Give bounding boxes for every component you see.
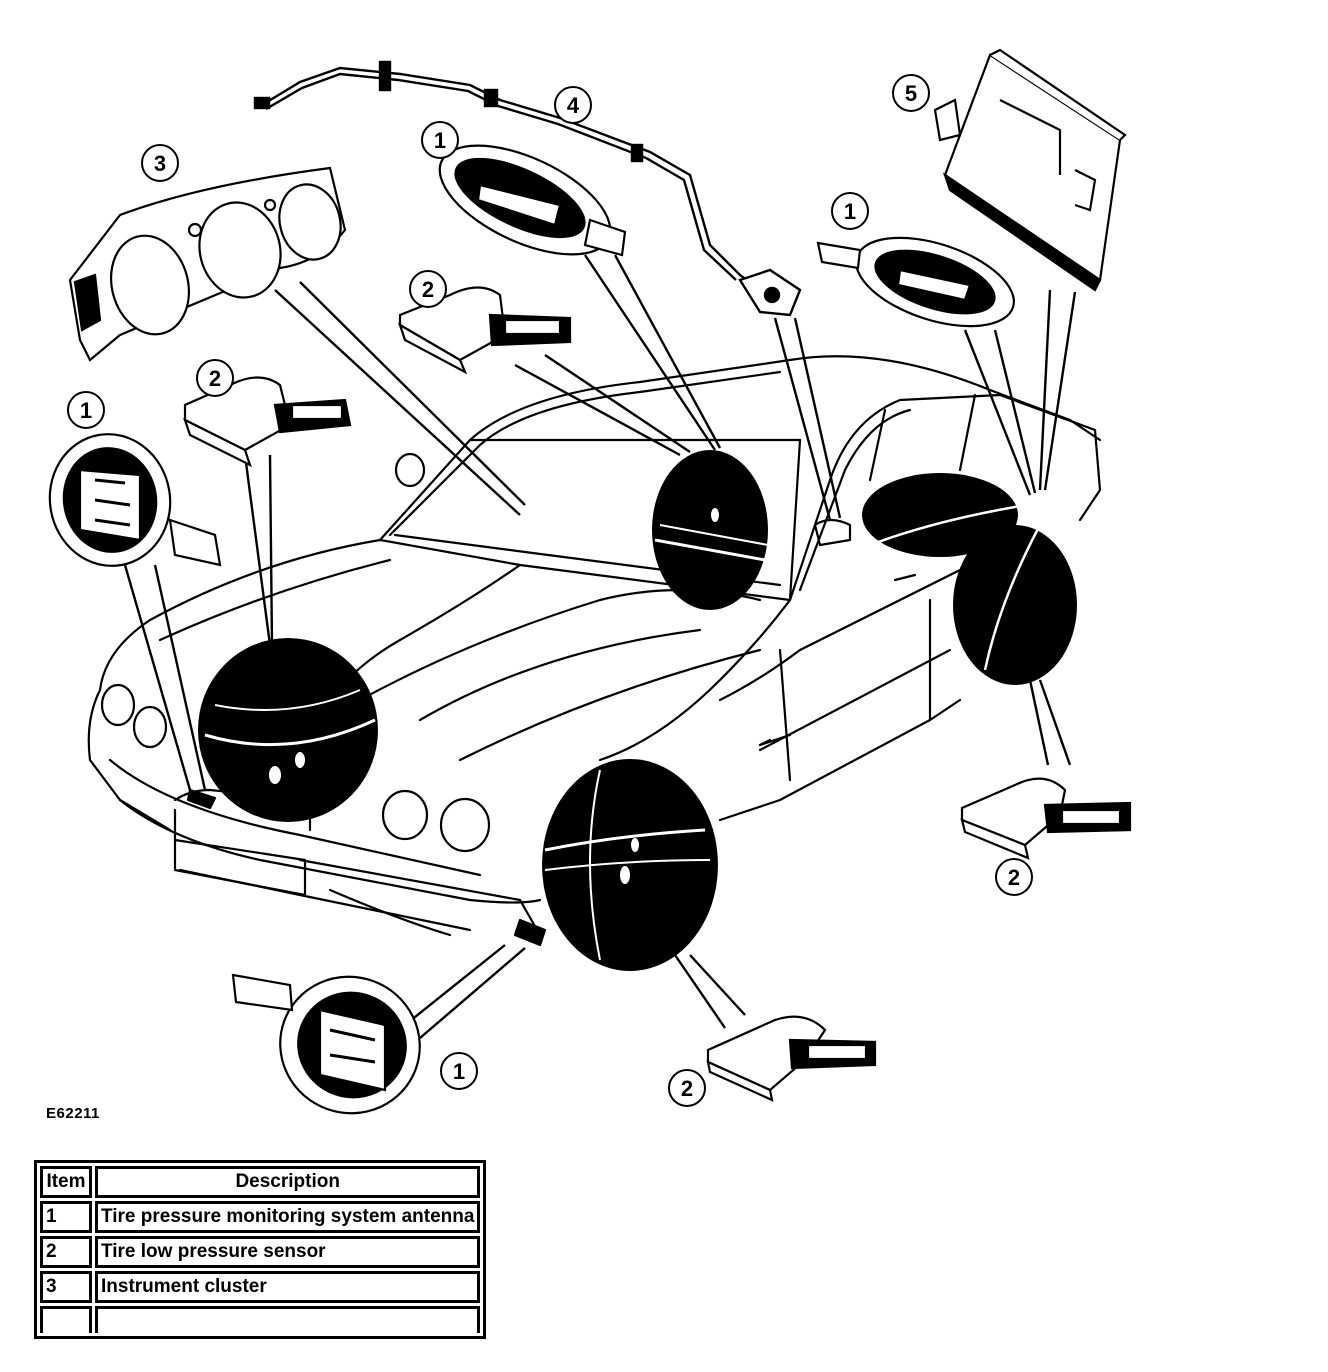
legend-item: 3 <box>40 1271 92 1303</box>
tpms-component-diagram: 1 1 1 1 2 2 2 2 <box>48 48 1132 1115</box>
rear-left-wheel <box>652 450 769 610</box>
legend-row: 2 Tire low pressure sensor <box>40 1236 481 1268</box>
svg-text:1: 1 <box>844 199 856 224</box>
legend-header-item: Item <box>40 1166 92 1198</box>
callouts: 1 1 1 1 2 2 2 2 <box>67 74 1033 1107</box>
legend-row: 3 Instrument cluster <box>40 1271 481 1303</box>
svg-text:2: 2 <box>209 366 221 391</box>
figure-id: E62211 <box>46 1105 100 1122</box>
legend-header-description: Description <box>95 1166 481 1198</box>
svg-text:2: 2 <box>422 277 434 302</box>
callout-instrument-cluster: 3 <box>141 144 179 182</box>
callout-antenna-rear-right: 1 <box>831 192 869 230</box>
legend-row-truncated <box>40 1306 481 1333</box>
callout-module: 5 <box>892 74 930 112</box>
legend-item <box>40 1306 92 1333</box>
legend-table: Item Description 1 Tire pressure monitor… <box>34 1160 487 1339</box>
front-right-wheel <box>542 759 718 971</box>
callout-antenna-rear-left: 1 <box>421 121 459 159</box>
callout-antenna-front-right: 1 <box>440 1052 478 1090</box>
headlights <box>100 452 491 853</box>
svg-text:3: 3 <box>154 151 166 176</box>
legend-description <box>95 1306 481 1333</box>
instrument-cluster <box>68 166 347 362</box>
rear-right-wheel <box>862 473 1077 685</box>
svg-text:4: 4 <box>567 93 580 118</box>
svg-text:1: 1 <box>453 1059 465 1084</box>
front-left-wheel <box>198 638 378 822</box>
svg-text:5: 5 <box>905 81 917 106</box>
leader-lines <box>123 254 1077 1039</box>
antenna-rear-right <box>816 236 1015 328</box>
legend-item: 2 <box>40 1236 92 1268</box>
antenna-harness <box>253 60 802 317</box>
sensor-bottom <box>706 1015 877 1102</box>
callout-harness: 4 <box>554 86 592 124</box>
antenna-rear-left <box>438 144 627 257</box>
callout-sensor-bottom: 2 <box>668 1069 706 1107</box>
callout-antenna-front-left: 1 <box>67 391 105 429</box>
sensor-right <box>960 777 1132 860</box>
svg-text:1: 1 <box>80 398 92 423</box>
callout-sensor-right: 2 <box>995 858 1033 896</box>
legend-row: 1 Tire pressure monitoring system antenn… <box>40 1201 481 1233</box>
legend-description: Instrument cluster <box>95 1271 481 1303</box>
antenna-front-right <box>231 973 421 1115</box>
callout-sensor-top-center: 2 <box>409 270 447 308</box>
svg-text:1: 1 <box>434 128 446 153</box>
svg-text:2: 2 <box>1008 865 1020 890</box>
legend-description: Tire low pressure sensor <box>95 1236 481 1268</box>
legend-header-row: Item Description <box>40 1166 481 1198</box>
antenna-front-left <box>48 433 222 567</box>
legend-item: 1 <box>40 1201 92 1233</box>
legend-description: Tire pressure monitoring system antenna <box>95 1201 481 1233</box>
tpms-module <box>933 48 1127 292</box>
svg-text:2: 2 <box>681 1076 693 1101</box>
car-body <box>87 355 1102 947</box>
callout-sensor-top-left: 2 <box>196 359 234 397</box>
